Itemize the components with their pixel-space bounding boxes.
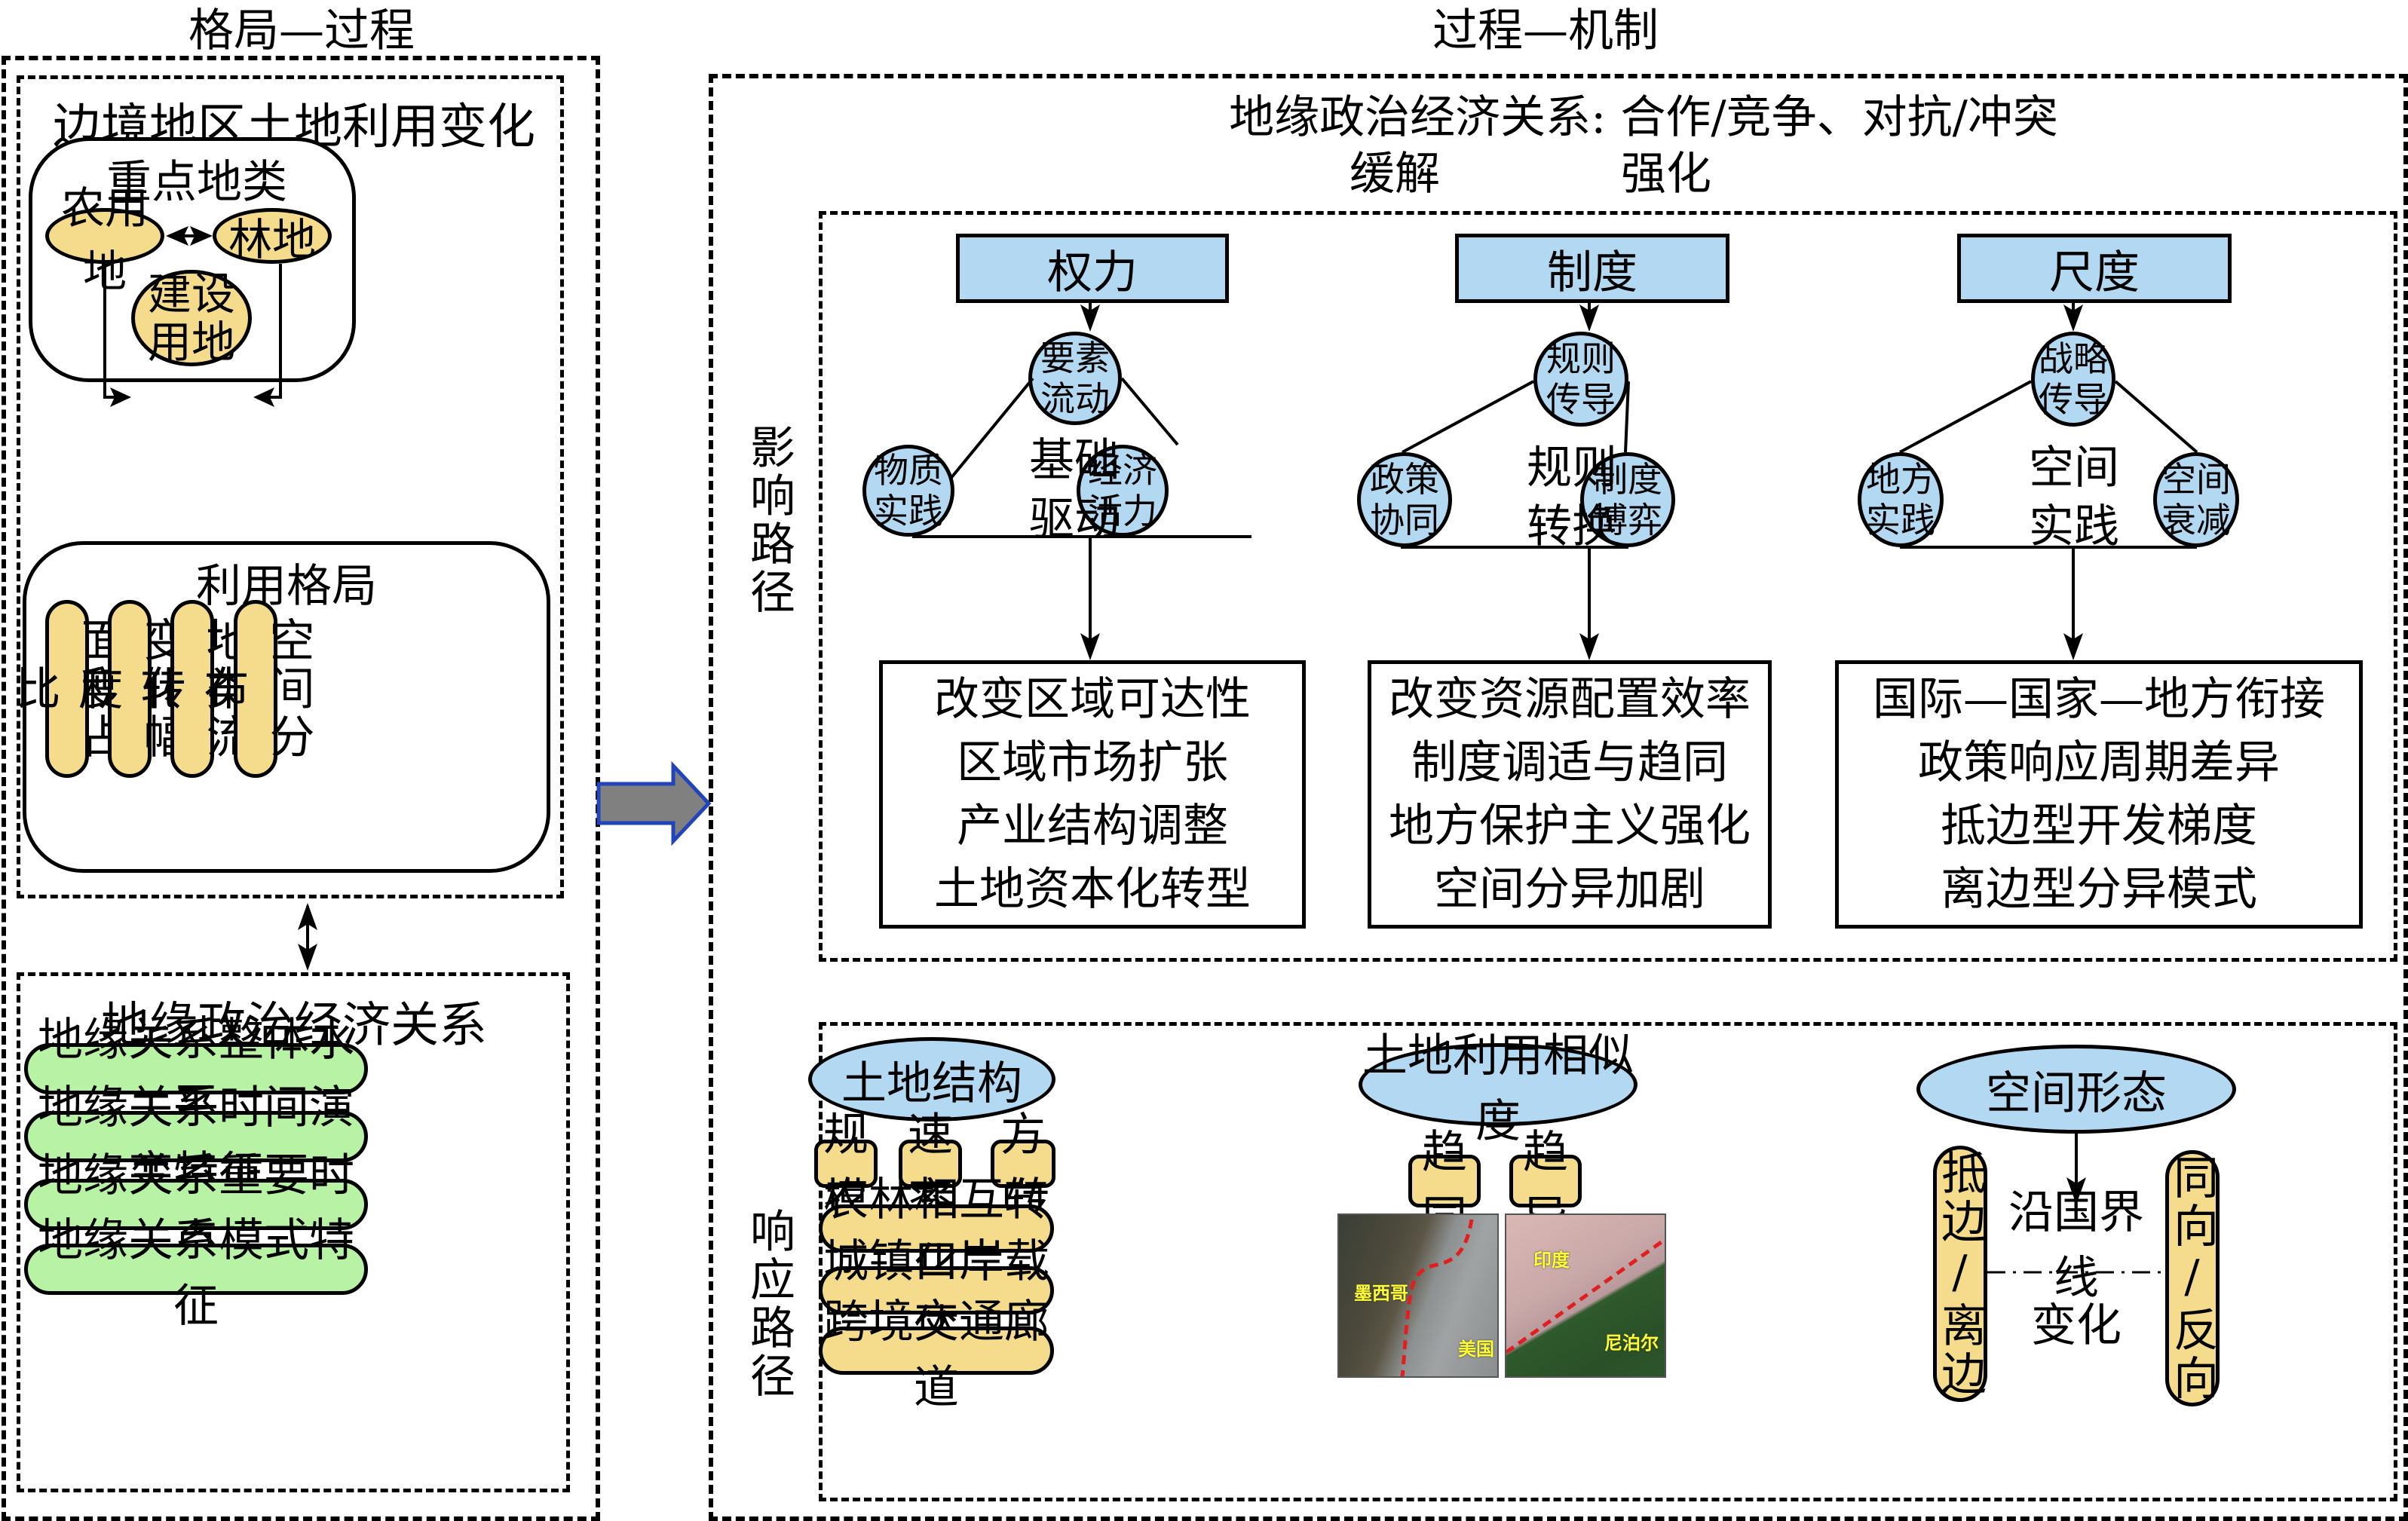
us-mexico-border-line [1400,1219,1474,1376]
forest-land-node: 林地 [213,208,332,265]
scale-center-text: 空间实践 [2029,442,2119,553]
scale-effect-item: 国际—国家—地方衔接 [1873,673,2325,726]
use-pattern-title: 利用格局 [196,559,377,613]
scale-effect-item: 政策响应周期差异 [1918,736,2280,789]
influence-path-label: 影响路径 [742,424,795,617]
key-land-types-title: 重点地类 [106,155,287,209]
left-section-header: 格局—过程 [188,4,415,57]
power-effect-item: 土地资本化转型 [934,863,1251,916]
geo-relation-item-temporal-evolution: 地缘关系时间演变特征 [24,1082,368,1200]
power-center-label: 基础驱动 [1010,430,1138,550]
land-structure-ellipse: 土地结构 [808,1037,1055,1122]
pattern-to-mechanism-arrow [596,760,712,846]
power-left-node: 物质实践 [862,445,954,537]
india-nepal-border-line [1506,1237,1665,1354]
power-right-label: 经济活力 [1088,450,1157,531]
tag-divergence: 趋异 [1509,1126,1582,1244]
scale-top-node: 战略传导 [2031,332,2115,427]
scale-left-label: 地方实践 [1866,459,1935,540]
institution-effect-item: 地方保护主义强化 [1389,800,1751,852]
india-nepal-satellite-image: 印度 尼泊尔 [1505,1213,1666,1378]
land-structure-item-transport-corridor: 跨境交通廊道 [819,1296,1054,1414]
geo-relation-item-overall-level: 地缘关系整体水平 [24,1014,368,1132]
pattern-item-spatial-distribution: 空间分布 [196,600,314,778]
institution-top-node: 规则传导 [1533,332,1628,427]
direction-pill: 同向/反向 [2165,1150,2220,1406]
scale-right-node: 空间衰减 [2153,452,2239,547]
scale-center-label: 空间实践 [2010,437,2138,558]
institution-top-label: 规则传导 [1546,338,1616,420]
map-label-nepal: 尼泊尔 [1604,1333,1659,1354]
land-use-change-box [17,75,564,898]
institution-right-label: 制度博弈 [1593,459,1662,540]
power-effects-box: 改变区域可达性 区域市场扩张 产业结构调整 土地资本化转型 [879,660,1306,929]
influence-path-box [819,211,2397,962]
us-mexico-satellite-image: 墨西哥 美国 [1337,1213,1499,1378]
mechanism-scale-box: 尺度 [1957,234,2232,303]
tag-convergence: 趋同 [1408,1126,1481,1244]
similarity-ellipse: 土地利用相似度 [1359,1030,1638,1148]
strengthen-label: 强化 [1621,147,1711,200]
construction-land-label: 建设用地 [147,268,235,368]
scale-effect-item: 离边型分异模式 [1941,863,2257,916]
along-border-label: 沿国界线 [2008,1186,2144,1305]
power-effect-item: 产业结构调整 [957,800,1228,852]
institution-right-node: 制度博弈 [1580,452,1675,547]
scale-effect-item: 抵边型开发梯度 [1941,800,2257,852]
ease-label: 缓解 [1350,147,1440,200]
institution-effect-item: 制度调适与趋同 [1411,736,1728,789]
institution-center-text: 规则转换 [1527,442,1617,553]
geo-relation-types-header: 地缘政治经济关系: 合作/竞争、对抗/冲突 [1229,90,2058,144]
geo-relation-item-pattern-features: 地缘关系模式特征 [24,1214,368,1333]
power-center-text: 基础驱动 [1029,434,1120,546]
geo-relations-box [17,972,570,1492]
spatial-form-ellipse: 空间形态 [1916,1045,2236,1134]
scale-right-label: 空间衰减 [2161,459,2231,540]
mechanism-institution-box: 制度 [1455,234,1729,303]
power-left-label: 物质实践 [874,450,943,531]
border-proximity-pill: 抵边/离边 [1933,1146,1987,1402]
institution-center-label: 规则转换 [1508,437,1636,558]
institution-left-node: 政策协同 [1357,452,1452,547]
response-path-label: 响应路径 [742,1207,795,1400]
right-section-header: 过程—机制 [1432,4,1659,57]
change-label: 变化 [2031,1299,2122,1352]
agricultural-land-node: 农用地 [45,182,164,297]
institution-effects-box: 改变资源配置效率 制度调适与趋同 地方保护主义强化 空间分异加剧 [1368,660,1772,929]
map-label-mexico: 墨西哥 [1354,1283,1408,1304]
scale-left-node: 地方实践 [1858,452,1944,547]
land-structure-item-agri-forest: 农林相互转化 [819,1174,1054,1292]
institution-left-label: 政策协同 [1370,459,1439,540]
power-top-label: 要素流动 [1040,338,1110,419]
power-top-node: 要素流动 [1028,332,1122,425]
scale-top-label: 战略传导 [2039,338,2108,420]
institution-effect-item: 空间分异加剧 [1434,863,1705,916]
scale-effects-box: 国际—国家—地方衔接 政策响应周期差异 抵边型开发梯度 离边型分异模式 [1835,660,2363,929]
institution-effect-item: 改变资源配置效率 [1389,673,1751,726]
map-label-usa: 美国 [1458,1339,1494,1360]
construction-land-node: 建设用地 [131,270,252,366]
power-effect-item: 改变区域可达性 [934,673,1251,726]
mechanism-power-box: 权力 [956,234,1229,303]
power-effect-item: 区域市场扩张 [957,736,1228,789]
power-right-node: 经济活力 [1077,445,1169,537]
map-label-india: 印度 [1533,1250,1570,1271]
